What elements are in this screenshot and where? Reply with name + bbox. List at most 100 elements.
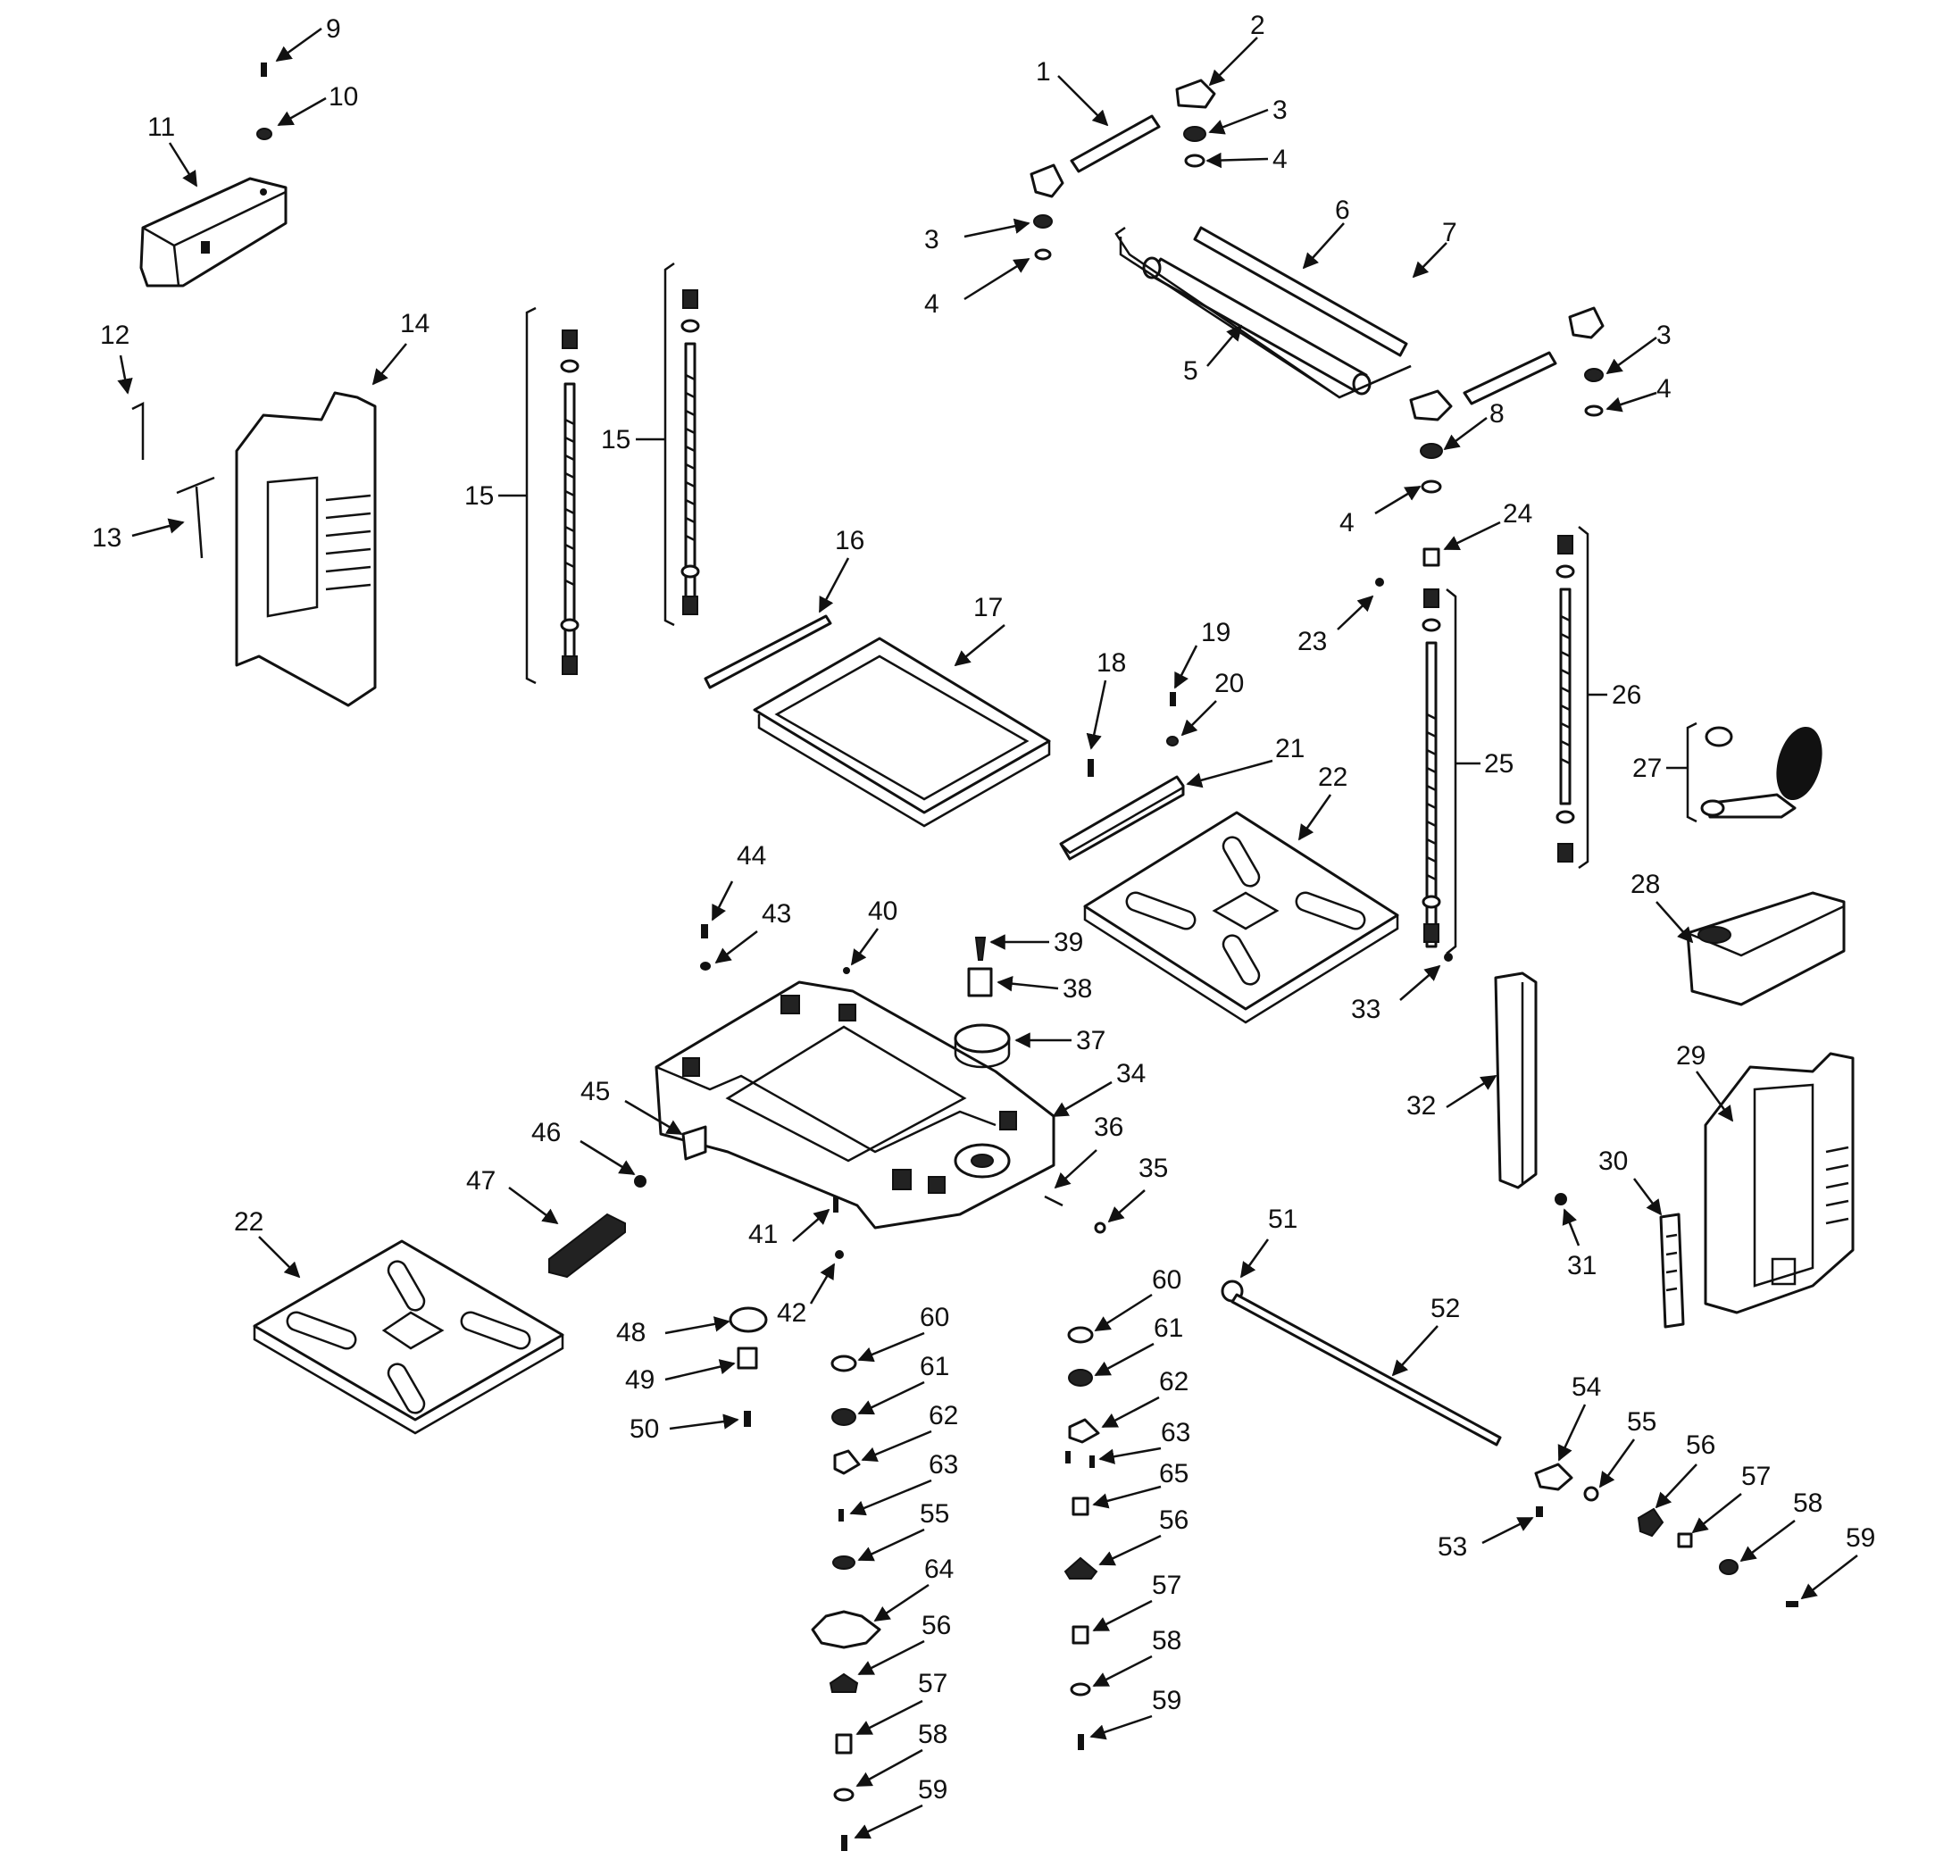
callout-1: 1 (1036, 57, 1051, 87)
callout-44: 44 (737, 841, 766, 871)
callout-52: 52 (1430, 1294, 1460, 1323)
callout-57-right: 57 (1741, 1462, 1771, 1491)
callout-37: 37 (1076, 1026, 1105, 1055)
callout-56-mid: 56 (1159, 1505, 1189, 1535)
callout-53: 53 (1438, 1532, 1467, 1562)
threaded-rod-26 (1555, 535, 1575, 863)
callout-3-right: 3 (1656, 321, 1672, 350)
callout-3-left: 3 (924, 225, 939, 254)
callout-10: 10 (329, 82, 358, 112)
callout-62-left: 62 (929, 1401, 958, 1430)
sprocket-64 (811, 1610, 881, 1649)
callout-6: 6 (1335, 196, 1350, 225)
part-drawings (131, 63, 1855, 1851)
callout-59-left: 59 (918, 1775, 947, 1805)
left-side-cover (235, 391, 377, 707)
callout-4-right: 4 (1656, 374, 1672, 404)
callout-22-right: 22 (1318, 763, 1347, 792)
callout-59-mid: 59 (1152, 1686, 1181, 1715)
hex-key-13 (176, 476, 215, 495)
callout-42: 42 (777, 1298, 806, 1328)
group-brackets (525, 226, 1697, 955)
callout-57-left: 57 (918, 1669, 947, 1698)
callout-60-mid: 60 (1152, 1265, 1181, 1295)
right-side-cover (1704, 1052, 1855, 1314)
callout-30: 30 (1598, 1146, 1628, 1176)
callout-50: 50 (630, 1414, 659, 1444)
callout-63-left: 63 (929, 1450, 958, 1480)
top-cover-left (139, 177, 288, 288)
callout-2: 2 (1250, 11, 1265, 40)
threaded-rod-15a (560, 329, 580, 675)
callout-49: 49 (625, 1365, 655, 1395)
bracket-2 (1175, 79, 1216, 109)
callouts: 9 10 11 12 13 14 15 15 16 17 18 19 (92, 11, 1875, 1839)
callout-33: 33 (1351, 995, 1380, 1024)
top-cover-right (1686, 891, 1846, 1006)
callout-16: 16 (835, 526, 864, 555)
callout-22-left: 22 (234, 1207, 263, 1237)
callout-56-left: 56 (922, 1611, 951, 1640)
callout-51: 51 (1268, 1205, 1297, 1234)
sprocket-stack-middle (1063, 1326, 1100, 1750)
rod-right (1463, 351, 1557, 405)
callout-25: 25 (1484, 749, 1514, 779)
callout-5: 5 (1183, 356, 1198, 386)
callout-17: 17 (973, 593, 1003, 622)
rail-21 (1059, 775, 1185, 861)
column-32 (1494, 971, 1538, 1189)
callout-64: 64 (924, 1555, 954, 1584)
callout-13: 13 (92, 523, 121, 553)
callout-40: 40 (868, 896, 897, 926)
callout-46: 46 (531, 1118, 561, 1147)
callout-55-left: 55 (920, 1499, 949, 1529)
callout-18: 18 (1097, 648, 1126, 678)
callout-7: 7 (1442, 218, 1457, 247)
washer-10 (256, 128, 272, 140)
callout-63-mid: 63 (1161, 1418, 1190, 1447)
base-plate-22-left (253, 1239, 564, 1435)
callout-19: 19 (1201, 618, 1230, 647)
callout-12: 12 (100, 321, 129, 350)
rod-1 (1070, 114, 1161, 173)
callout-20: 20 (1214, 669, 1244, 698)
callout-45: 45 (580, 1077, 610, 1106)
callout-56-right: 56 (1686, 1430, 1715, 1460)
bracket-8-top (1409, 389, 1453, 421)
callout-23: 23 (1297, 627, 1327, 656)
callout-28: 28 (1631, 870, 1660, 899)
callout-60-left: 60 (920, 1303, 949, 1332)
callout-62-mid: 62 (1159, 1367, 1189, 1397)
callout-55-right: 55 (1627, 1407, 1656, 1437)
callout-21: 21 (1275, 734, 1305, 763)
callout-36: 36 (1094, 1113, 1123, 1142)
callout-58-mid: 58 (1152, 1626, 1181, 1655)
callout-4-top: 4 (1272, 145, 1288, 174)
callout-3-top: 3 (1272, 96, 1288, 125)
callout-57-mid: 57 (1152, 1571, 1181, 1600)
callout-24: 24 (1503, 499, 1532, 529)
callout-35: 35 (1138, 1154, 1168, 1183)
callout-15a: 15 (464, 481, 494, 511)
callout-15b: 15 (601, 425, 630, 454)
hex-key-12 (131, 401, 145, 460)
callout-48: 48 (616, 1318, 646, 1347)
rail-16 (704, 614, 832, 689)
callout-47: 47 (466, 1166, 496, 1196)
screw-9 (261, 63, 267, 77)
callout-29: 29 (1676, 1041, 1706, 1071)
callout-43: 43 (762, 899, 791, 929)
base-plate-22-right (1083, 811, 1399, 1024)
callout-8: 8 (1489, 399, 1505, 429)
callout-58-left: 58 (918, 1720, 947, 1749)
rod-6 (1193, 226, 1408, 357)
callout-59-right: 59 (1846, 1523, 1875, 1553)
callout-26: 26 (1612, 680, 1641, 710)
callout-32: 32 (1406, 1091, 1436, 1121)
threaded-rod-15b (680, 289, 700, 615)
callout-31: 31 (1567, 1251, 1597, 1280)
shaft-52 (1230, 1293, 1502, 1447)
callout-11: 11 (147, 113, 175, 142)
callout-41: 41 (748, 1220, 778, 1249)
